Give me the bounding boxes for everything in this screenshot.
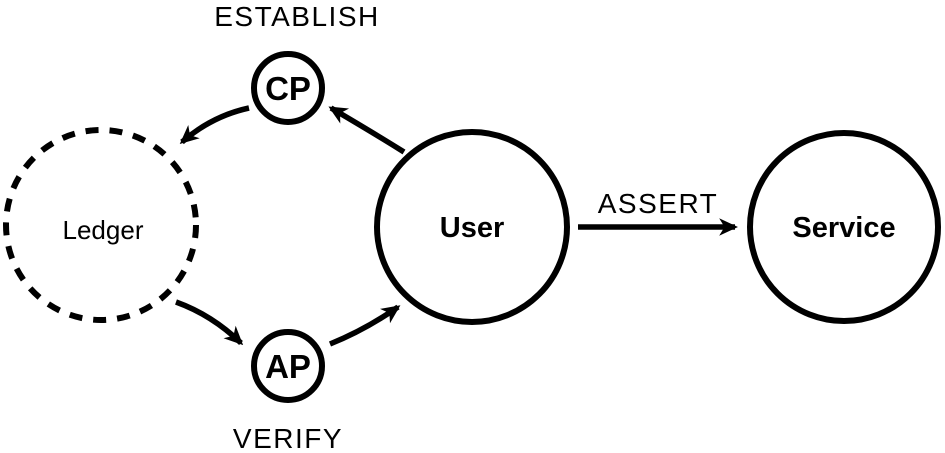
edge-ap-to-user [328,304,401,347]
edge-cp-to-ledger [179,105,250,145]
edge-user-to-cp [328,105,406,155]
edge-ledger-to-ap [175,299,244,346]
verify-flow-label: VERIFY [233,423,343,453]
ledger-node-label: Ledger [63,215,144,245]
user-node-circle [374,129,570,325]
ap-node-circle [251,329,325,403]
cp-node-circle [251,51,325,125]
service-node-label: Service [792,212,895,244]
establish-flow-label: ESTABLISH [214,1,379,32]
user-node-label: User [440,212,505,244]
assert-flow-label: ASSERT [598,188,719,219]
cp-node-label: CP [265,70,311,107]
ap-node-label: AP [265,348,311,385]
ledger-node-circle [3,127,199,323]
service-node-circle [747,130,941,324]
